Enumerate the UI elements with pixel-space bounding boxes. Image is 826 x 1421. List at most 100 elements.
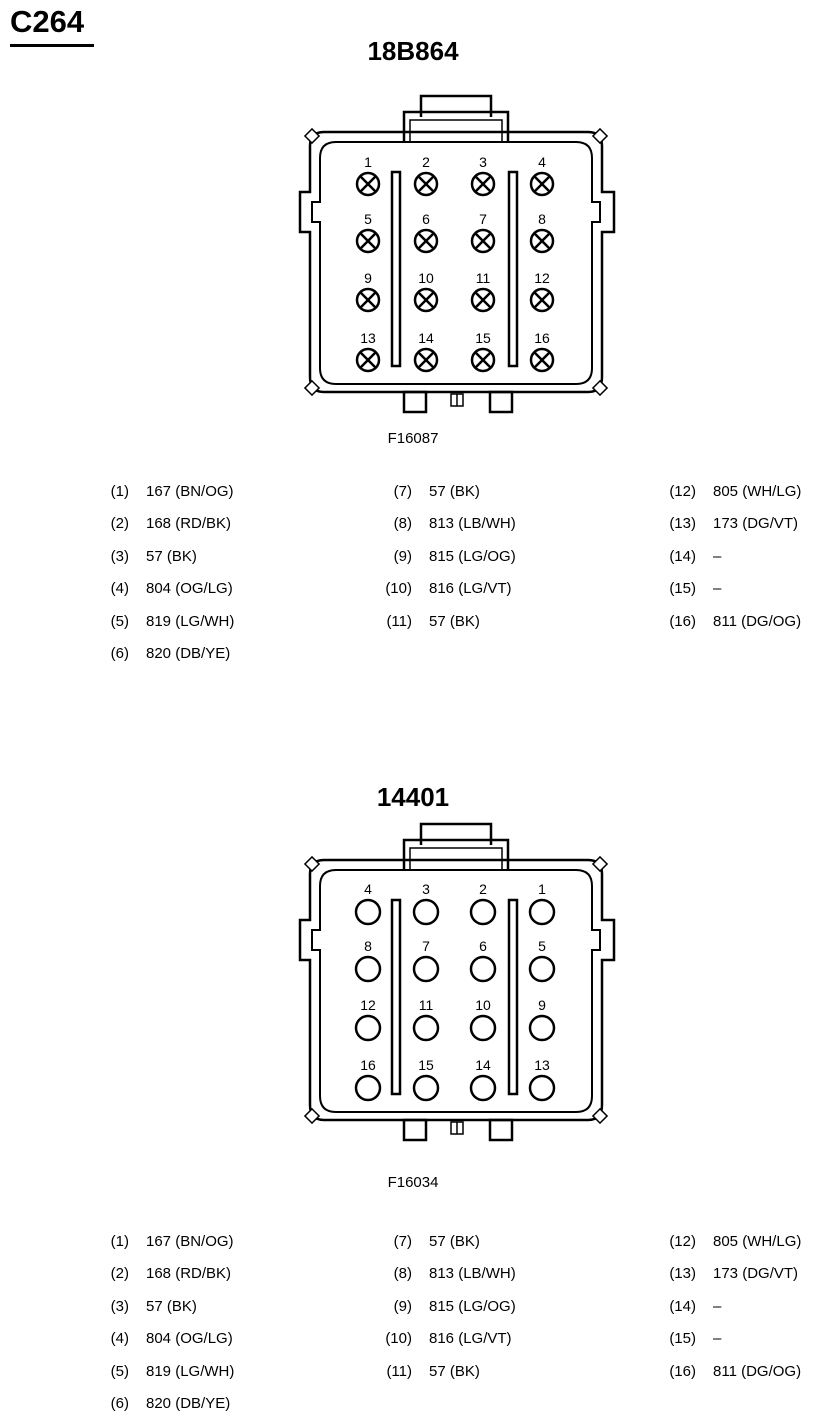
pin-cross-line <box>359 175 377 193</box>
pin-number: (3) <box>110 547 129 565</box>
pin-cavity: 7 <box>470 211 496 254</box>
pin-number: (10) <box>385 580 412 598</box>
wire-code: 57 (BK) <box>146 547 197 565</box>
pin-number: (7) <box>393 1233 412 1250</box>
wire-code: 820 (DB/YE) <box>146 1395 231 1412</box>
open-pin-icon <box>469 955 497 983</box>
pin-cavity: 2 <box>413 154 439 197</box>
pin-cavity: 13 <box>355 330 381 373</box>
pin-number: (12) <box>669 1233 696 1250</box>
wire-code: 168 (RD/BK) <box>146 1265 232 1283</box>
pin-cavity: 8 <box>354 938 382 983</box>
pin-cavity: 4 <box>529 154 555 197</box>
pin-number-label: 1 <box>538 881 546 897</box>
pin-cross-line <box>417 175 435 193</box>
wire-code: 173 (DG/VT) <box>713 515 799 533</box>
pin-number: (15) <box>669 580 696 598</box>
pin-number: (9) <box>393 1297 412 1315</box>
wire-code: 811 (DG/OG) <box>713 1362 802 1380</box>
pin-number-label: 4 <box>538 154 546 170</box>
pin-number-label: 12 <box>360 997 376 1013</box>
wire-code: 173 (DG/VT) <box>713 1265 799 1283</box>
divider-bar <box>390 898 402 1096</box>
pin-number-label: 7 <box>479 211 487 227</box>
wire-code: 805 (WH/LG) <box>713 1233 802 1250</box>
pin-cavity: 13 <box>528 1057 556 1102</box>
connector-shell <box>298 858 616 1122</box>
connector-title: 18B864 <box>367 36 459 66</box>
open-pin-icon <box>528 1014 556 1042</box>
pin-number-label: 8 <box>538 211 546 227</box>
wire-code: 167 (BN/OG) <box>146 483 234 500</box>
pin-number: (13) <box>669 515 696 533</box>
wire-code: 815 (LG/OG) <box>429 1297 516 1315</box>
pin-cross-line <box>474 291 492 309</box>
pin-number-label: 16 <box>360 1057 376 1073</box>
open-pin-icon <box>528 898 556 926</box>
pin-number-label: 5 <box>364 211 372 227</box>
open-pin-icon <box>469 1014 497 1042</box>
pin-number: (9) <box>393 547 412 565</box>
pin-cavity: 12 <box>354 997 382 1042</box>
pin-cavity: 1 <box>528 881 556 926</box>
wire-code: 820 (DB/YE) <box>146 645 231 662</box>
pin-cross-line <box>533 232 551 250</box>
pin-number-label: 7 <box>422 938 430 954</box>
wire-code: 819 (LG/WH) <box>146 1362 235 1380</box>
divider-bar <box>507 170 519 368</box>
open-pin-icon <box>469 898 497 926</box>
wire-code: 167 (BN/OG) <box>146 1233 234 1250</box>
pin-cavity: 14 <box>469 1057 497 1102</box>
connector-inner-shell <box>311 869 601 1113</box>
pin-cavity: 6 <box>413 211 439 254</box>
pin-cavity: 3 <box>470 154 496 197</box>
wire-code: 804 (OG/LG) <box>146 580 233 598</box>
pin-number: (4) <box>110 1330 129 1348</box>
open-pin-icon <box>354 1074 382 1102</box>
pin-number: (6) <box>110 645 129 662</box>
pin-number: (11) <box>386 1362 412 1380</box>
pin-cross-line <box>474 175 492 193</box>
connector-inner-shell <box>311 141 601 385</box>
pin-cavity: 1 <box>355 154 381 197</box>
connector-title: 14401 <box>376 782 450 812</box>
page-code-underline <box>10 44 94 47</box>
open-pin-icon <box>469 1074 497 1102</box>
open-pin-icon <box>412 1014 440 1042</box>
pin-number-label: 4 <box>364 881 372 897</box>
pin-number: (2) <box>110 1265 129 1283</box>
wire-code: 804 (OG/LG) <box>146 1330 233 1348</box>
corner-notch <box>303 1107 321 1125</box>
bottom-tab <box>402 1118 428 1142</box>
pin-number: (12) <box>669 483 696 500</box>
pin-number-label: 9 <box>538 997 546 1013</box>
wire-code: 815 (LG/OG) <box>429 547 516 565</box>
pin-number-label: 6 <box>479 938 487 954</box>
figure-code: F16034 <box>387 1174 439 1191</box>
pin-cavity: 2 <box>469 881 497 926</box>
pin-cross-line <box>359 291 377 309</box>
pin-cavity: 9 <box>528 997 556 1042</box>
pin-number: (11) <box>386 612 412 630</box>
wire-code: 813 (LB/WH) <box>429 1265 516 1283</box>
pin-cavity: 15 <box>470 330 496 373</box>
open-pin-icon <box>412 1074 440 1102</box>
latch-arms <box>402 110 510 142</box>
wire-code: 813 (LB/WH) <box>429 515 516 533</box>
pin-cross-line <box>474 351 492 369</box>
pin-number: (1) <box>110 1233 129 1250</box>
pin-cavity: 9 <box>355 270 381 313</box>
pin-cavity: 15 <box>412 1057 440 1102</box>
pin-number-label: 8 <box>364 938 372 954</box>
wire-code: 57 (BK) <box>146 1297 197 1315</box>
latch <box>419 94 493 117</box>
wire-code: 816 (LG/VT) <box>429 580 512 598</box>
pin-number: (14) <box>669 1297 696 1315</box>
wire-code: – <box>713 1297 722 1315</box>
pin-cavity: 16 <box>354 1057 382 1102</box>
wire-code: – <box>713 1330 722 1348</box>
pin-cross-line <box>533 291 551 309</box>
pin-cavity: 8 <box>529 211 555 254</box>
wire-code: 57 (BK) <box>429 1233 480 1250</box>
